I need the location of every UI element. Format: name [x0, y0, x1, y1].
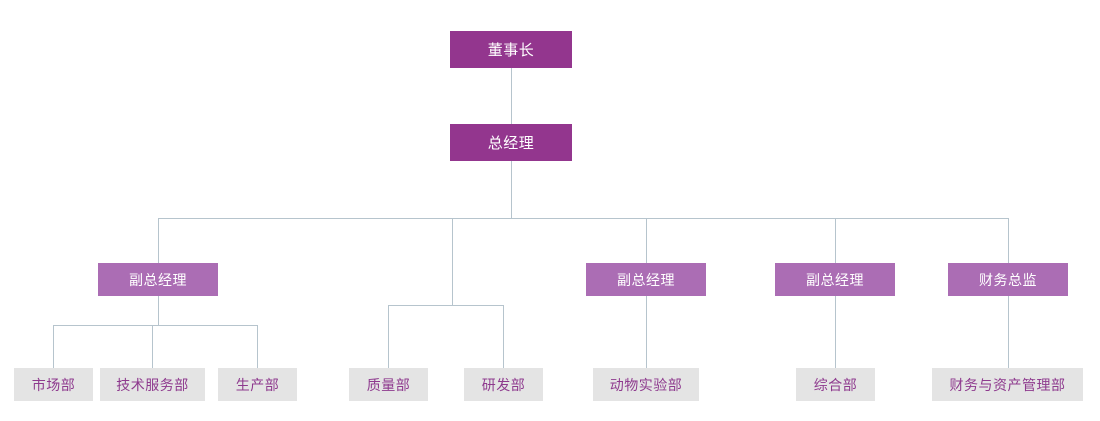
node-cfo[interactable]: 财务总监	[948, 263, 1068, 296]
connector-cfo-to-finance-asset	[1008, 296, 1009, 368]
node-general-manager-label: 总经理	[487, 135, 535, 152]
node-dept-animal-lab[interactable]: 动物实验部	[593, 368, 699, 401]
node-deputy-gm-1[interactable]: 副总经理	[98, 263, 218, 296]
node-dept-general-affairs[interactable]: 综合部	[796, 368, 875, 401]
connector-deputy-4-to-general-affairs	[835, 296, 836, 368]
node-dept-finance-asset-label: 财务与资产管理部	[949, 376, 1066, 393]
connector-deputy-1-drop	[158, 296, 159, 325]
node-dept-finance-asset[interactable]: 财务与资产管理部	[932, 368, 1083, 401]
node-dept-quality-label: 质量部	[366, 376, 411, 393]
connector-bus-drop-deputy-1	[158, 218, 159, 263]
node-dept-general-affairs-label: 综合部	[813, 376, 858, 393]
connector-deputy-1-to-tech-service	[152, 325, 153, 368]
connector-deputy-2-to-quality	[388, 305, 389, 368]
connector-deputy-1-to-marketing	[53, 325, 54, 368]
node-deputy-gm-3[interactable]: 副总经理	[586, 263, 706, 296]
node-dept-marketing-label: 市场部	[31, 376, 76, 393]
connector-chairman-to-gm	[511, 68, 512, 124]
connector-deputy-1-to-production	[257, 325, 258, 368]
connector-deputy-2-to-rnd	[503, 305, 504, 368]
connector-deputy-2-bus	[388, 305, 504, 306]
node-dept-tech-service-label: 技术服务部	[116, 376, 189, 393]
node-dept-rnd-label: 研发部	[481, 376, 526, 393]
node-chairman[interactable]: 董事长	[450, 31, 572, 68]
connector-gm-drop	[511, 161, 512, 218]
connector-gm-bus	[158, 218, 1009, 219]
node-deputy-gm-3-label: 副总经理	[617, 271, 675, 288]
node-cfo-label: 财务总监	[979, 271, 1037, 288]
connector-bus-drop-deputy-3	[646, 218, 647, 263]
node-deputy-gm-4-label: 副总经理	[806, 271, 864, 288]
connector-bus-drop-cfo	[1008, 218, 1009, 263]
node-chairman-label: 董事长	[487, 42, 535, 59]
node-dept-rnd[interactable]: 研发部	[464, 368, 543, 401]
node-dept-marketing[interactable]: 市场部	[14, 368, 93, 401]
node-deputy-gm-1-label: 副总经理	[129, 271, 187, 288]
connector-bus-drop-deputy-2	[452, 218, 453, 305]
node-dept-animal-lab-label: 动物实验部	[609, 376, 683, 393]
node-dept-quality[interactable]: 质量部	[349, 368, 428, 401]
connector-deputy-1-bus	[53, 325, 258, 326]
connector-bus-drop-deputy-4	[835, 218, 836, 263]
node-dept-tech-service[interactable]: 技术服务部	[100, 368, 205, 401]
node-general-manager[interactable]: 总经理	[450, 124, 572, 161]
connector-deputy-3-to-animal-lab	[646, 296, 647, 368]
node-dept-production-label: 生产部	[235, 376, 280, 393]
node-dept-production[interactable]: 生产部	[218, 368, 297, 401]
node-deputy-gm-4[interactable]: 副总经理	[775, 263, 895, 296]
